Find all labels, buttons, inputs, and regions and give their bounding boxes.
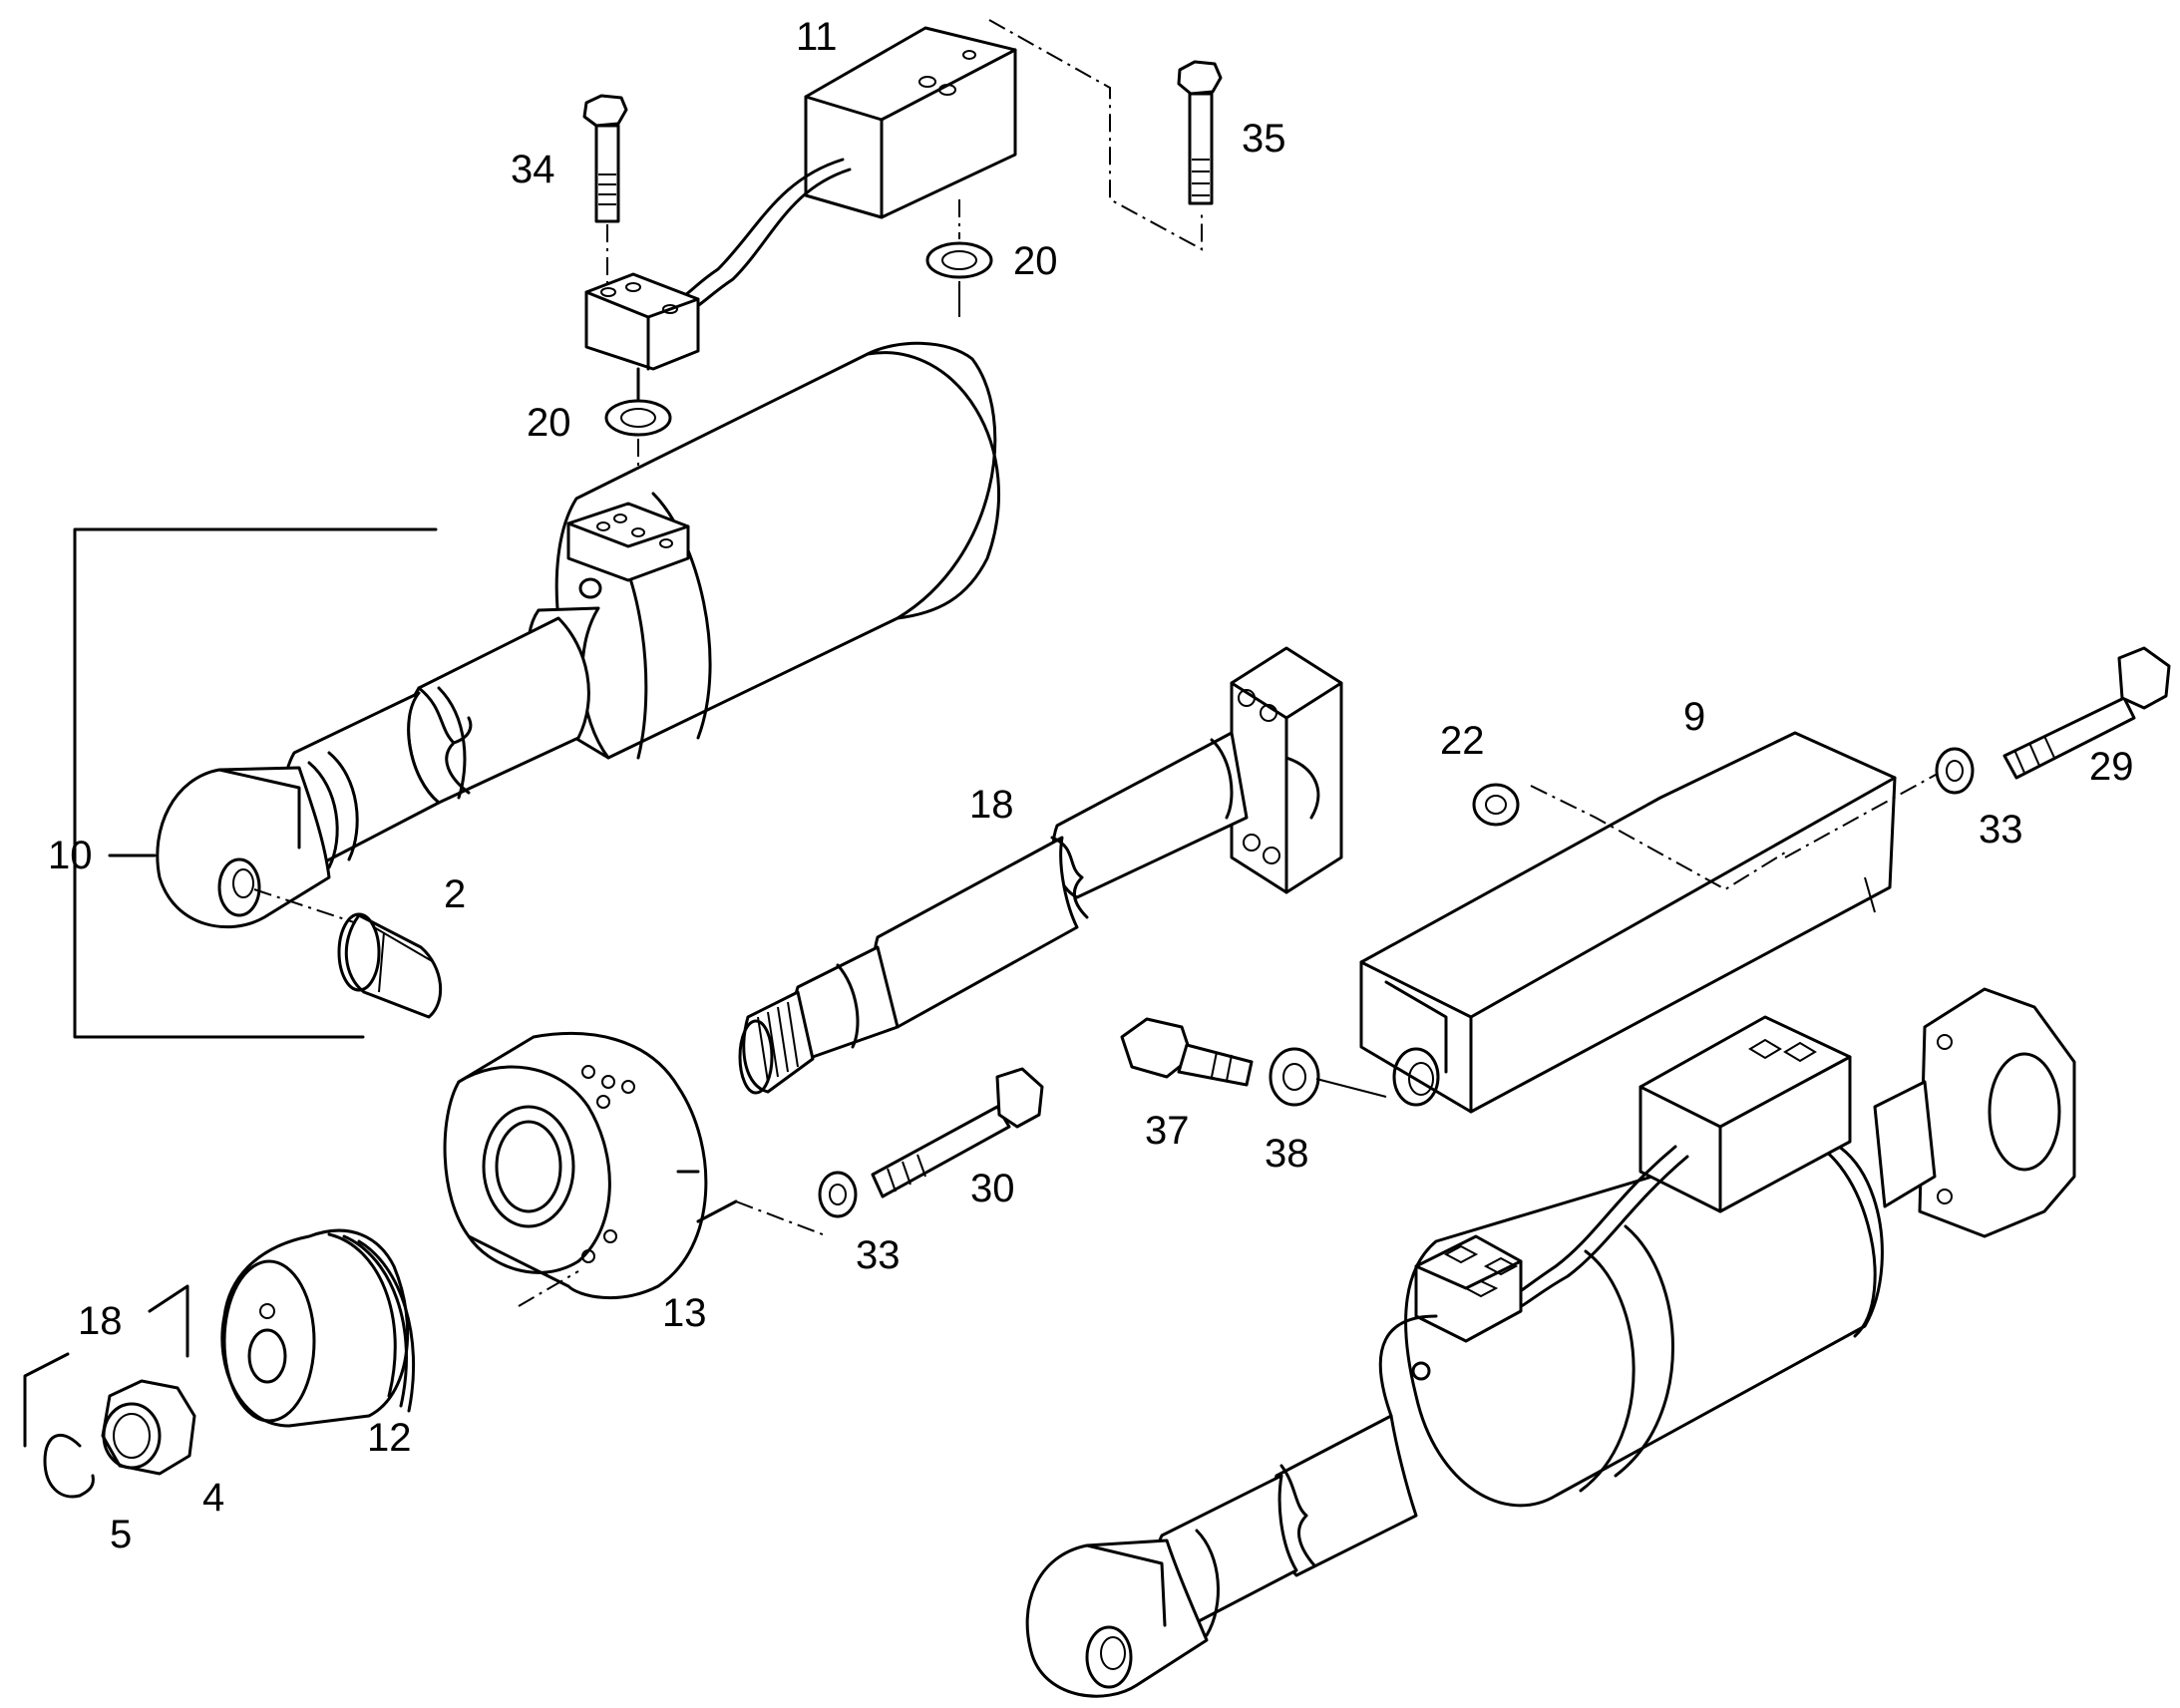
label-35: 35 xyxy=(1242,117,1286,161)
label-22: 22 xyxy=(1440,719,1485,763)
part-11-sensor-block xyxy=(656,26,1017,319)
part-4-nut xyxy=(101,1379,196,1476)
label-34: 34 xyxy=(511,148,555,191)
part-9-cover xyxy=(1359,731,1897,1114)
label-4: 4 xyxy=(202,1476,224,1520)
part-9-to-33-leader xyxy=(1784,769,1946,858)
label-18-bottom: 18 xyxy=(78,1299,123,1343)
label-12: 12 xyxy=(367,1416,412,1460)
label-37: 37 xyxy=(1145,1109,1190,1153)
part-4-5-bracket xyxy=(23,1352,70,1448)
part-11-connector-block xyxy=(584,272,700,371)
part-2-bushing xyxy=(337,912,443,1019)
part-33-washer-mid xyxy=(818,1171,858,1218)
part-22-to-9-leader xyxy=(1530,785,1786,891)
part-33-washer-right xyxy=(1935,747,1975,795)
part-22-washer xyxy=(1472,783,1520,827)
assembled-cylinder xyxy=(1025,987,2076,1698)
part-12-piston xyxy=(220,1228,416,1428)
part-18-piston-rod xyxy=(738,646,1343,1095)
label-20-mid: 20 xyxy=(527,401,571,445)
label-33-right: 33 xyxy=(1979,808,2023,852)
part-34-bolt xyxy=(582,94,628,289)
label-33-mid: 33 xyxy=(856,1233,901,1277)
label-2: 2 xyxy=(444,872,466,916)
label-5: 5 xyxy=(110,1513,132,1556)
label-18-top: 18 xyxy=(969,783,1014,827)
part-37-bolt xyxy=(1120,1017,1254,1087)
part-10-bracket xyxy=(73,527,438,1039)
part-13-cylinder-head xyxy=(443,1032,708,1299)
label-11: 11 xyxy=(796,15,838,59)
part-20-washer-top xyxy=(925,199,993,317)
label-13: 13 xyxy=(662,1291,707,1335)
part-11-to-35-leader xyxy=(988,19,1203,251)
part-29-bolt xyxy=(2002,646,2171,780)
label-10: 10 xyxy=(48,834,93,877)
label-9: 9 xyxy=(1683,695,1705,739)
part-35-bolt xyxy=(1177,60,1223,205)
part-18-lower-bracket xyxy=(148,1284,189,1358)
part-38-washer xyxy=(1269,1047,1387,1107)
part-10-cylinder xyxy=(156,341,1000,929)
label-29: 29 xyxy=(2089,745,2134,789)
part-30-bolt xyxy=(871,1067,1044,1198)
part-13-bottom-leader xyxy=(518,1270,579,1307)
label-30: 30 xyxy=(970,1167,1015,1210)
label-38: 38 xyxy=(1265,1132,1309,1176)
part-5-circlip xyxy=(43,1433,95,1499)
part-13-leader xyxy=(696,1199,738,1223)
part-labels: 11 34 35 20 20 10 2 18 9 22 33 29 37 38 … xyxy=(48,15,2134,1556)
label-20-top: 20 xyxy=(1013,239,1058,283)
part-13-to-33-leader xyxy=(735,1200,829,1237)
